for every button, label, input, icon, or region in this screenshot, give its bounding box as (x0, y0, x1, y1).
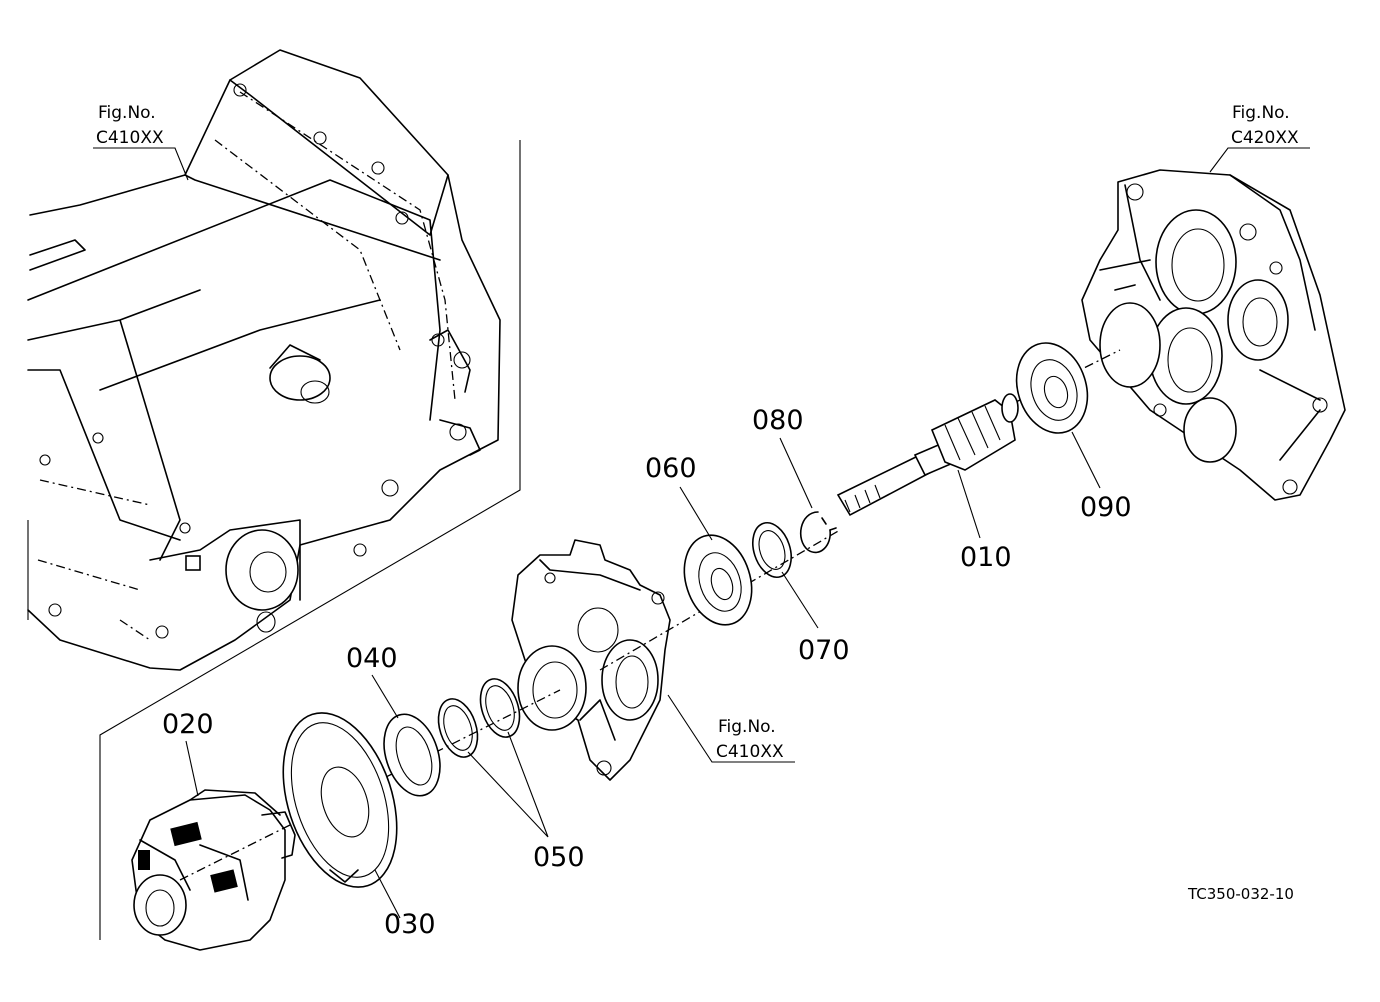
transmission-case (27, 49, 521, 940)
part-090-bearing (1015, 342, 1089, 434)
callout-090: 090 (1080, 492, 1132, 523)
callout-060: 060 (645, 453, 697, 484)
drawing-code: TC350-032-10 (1187, 885, 1294, 903)
part-070-washer (752, 521, 792, 579)
callout-040: 040 (346, 643, 398, 674)
middle-housing (511, 539, 671, 781)
fig-ref-top-right-line2: C420XX (1231, 128, 1299, 148)
fig-ref-middle-line2: C410XX (716, 742, 784, 762)
part-040-seal (383, 713, 441, 797)
part-060-bearing (683, 534, 753, 626)
callout-080: 080 (752, 405, 804, 436)
part-010-shaft (836, 393, 1019, 517)
part-020-clutch-hub (131, 789, 296, 951)
fig-ref-top-left-line1: Fig.No. (98, 103, 156, 123)
callout-050: 050 (533, 842, 585, 873)
callout-010: 010 (960, 542, 1012, 573)
callout-070: 070 (798, 635, 850, 666)
fig-ref-middle-line1: Fig.No. (718, 717, 776, 737)
rear-cover (1081, 169, 1346, 501)
part-080-circlip (799, 511, 837, 554)
fig-ref-top-left-line2: C410XX (96, 128, 164, 148)
fig-ref-top-right-line1: Fig.No. (1232, 103, 1290, 123)
part-030-plate (282, 712, 398, 888)
leader-lines (93, 147, 1310, 919)
part-050-shims (437, 678, 521, 758)
callout-020: 020 (162, 709, 214, 740)
callout-030: 030 (384, 909, 436, 940)
